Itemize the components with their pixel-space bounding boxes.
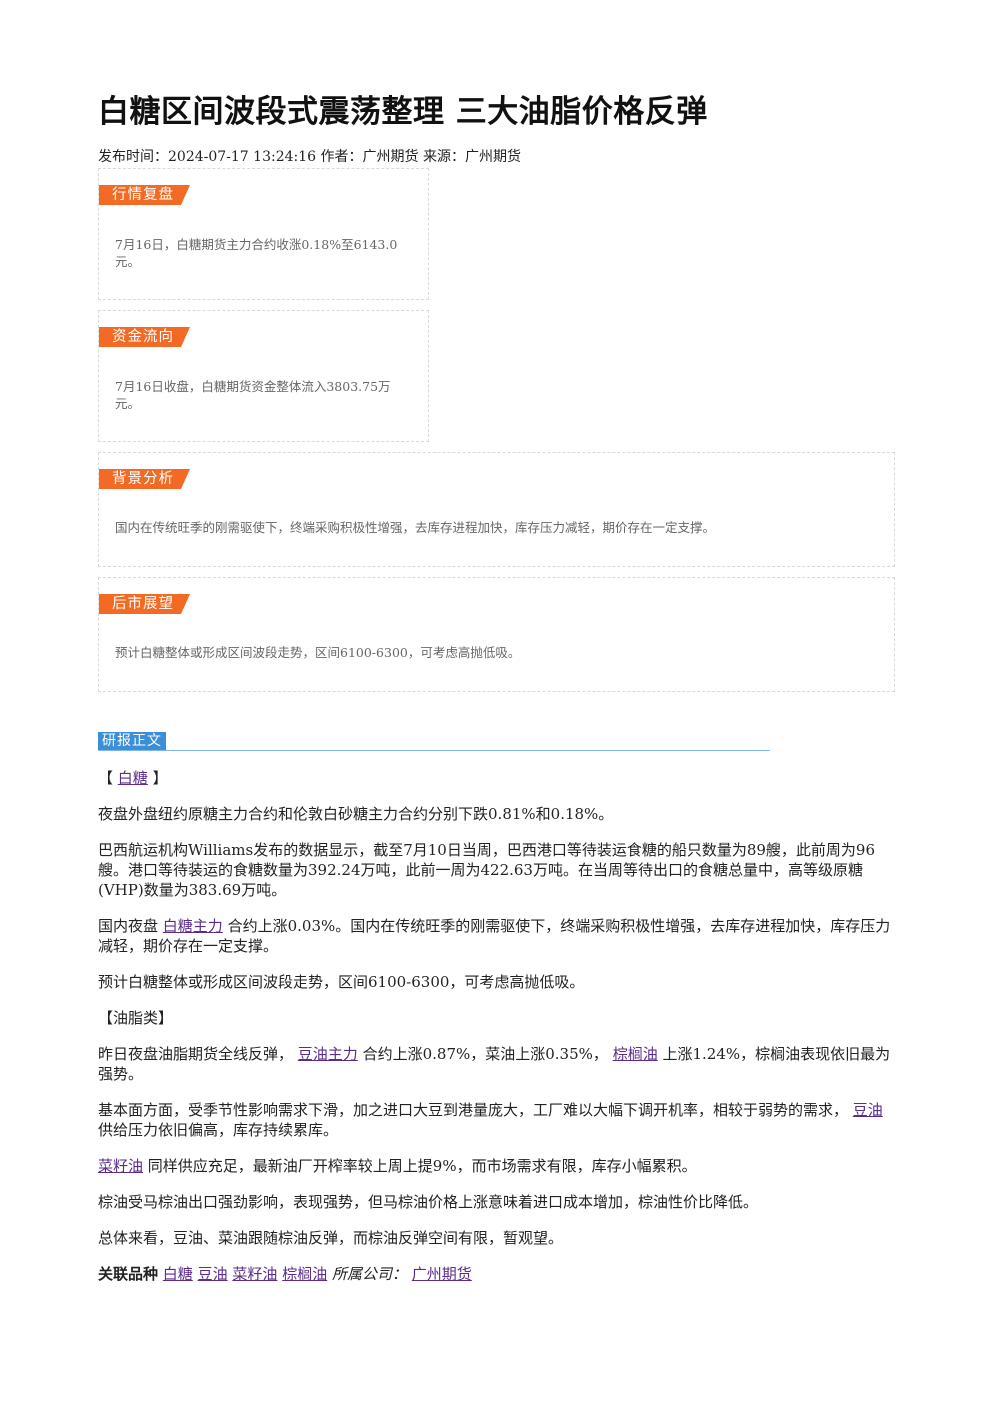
sugar-section-heading: 【 白糖 】 xyxy=(98,769,168,787)
paragraph-brazil-shipping: 巴西航运机构Williams发布的数据显示，截至7月10日当周，巴西港口等待装运… xyxy=(98,841,876,899)
related-link-soybean-oil[interactable]: 豆油 xyxy=(197,1265,228,1283)
company-label: 所属公司： xyxy=(331,1265,407,1283)
report-heading: 研报正文 xyxy=(98,732,770,752)
tag-background: 背景分析 xyxy=(99,469,190,489)
related-link-sugar[interactable]: 白糖 xyxy=(162,1265,193,1283)
paragraph-rapeseed-oil: 菜籽油 同样供应充足，最新油厂开榨率较上周上提9%，而市场需求有限，库存小幅累积… xyxy=(98,1157,697,1175)
fund-flow-text: 7月16日收盘，白糖期货资金整体流入3803.75万元。 xyxy=(115,379,391,411)
tag-fund-flow: 资金流向 xyxy=(99,327,190,347)
link-sugar-main[interactable]: 白糖主力 xyxy=(162,917,223,935)
link-rapeseed-oil[interactable]: 菜籽油 xyxy=(98,1157,144,1175)
summary-box-market-review: 行情复盘 7月16日，白糖期货主力合约收涨0.18%至6143.0元。 xyxy=(98,168,429,300)
paragraph-overseas-futures: 夜盘外盘纽约原糖主力合约和伦敦白砂糖主力合约分别下跌0.81%和0.18%。 xyxy=(98,805,614,823)
page-title: 白糖区间波段式震荡整理 三大油脂价格反弹 xyxy=(98,94,708,130)
summary-box-fund-flow: 资金流向 7月16日收盘，白糖期货资金整体流入3803.75万元。 xyxy=(98,310,429,442)
related-label: 关联品种 xyxy=(98,1265,159,1283)
paragraph-fundamentals: 基本面方面，受季节性影响需求下滑，加之进口大豆到港量庞大，工厂难以大幅下调开机率… xyxy=(98,1101,883,1139)
related-link-rapeseed-oil[interactable]: 菜籽油 xyxy=(232,1265,278,1283)
report-heading-divider xyxy=(98,750,770,751)
related-varieties: 关联品种 白糖 豆油 菜籽油 棕榈油 所属公司： 广州期货 xyxy=(98,1264,898,1284)
paragraph-palm-oil: 棕油受马棕油出口强劲影响，表现强势，但马棕油价格上涨意味着进口成本增加，棕油性价… xyxy=(98,1193,759,1211)
summary-box-outlook: 后市展望 预计白糖整体或形成区间波段走势，区间6100-6300，可考虑高抛低吸… xyxy=(98,577,895,692)
link-soybean-oil-main[interactable]: 豆油主力 xyxy=(297,1045,358,1063)
paragraph-domestic-night-session: 国内夜盘 白糖主力 合约上涨0.03%。国内在传统旺季的刚需驱使下，终端采购积极… xyxy=(98,917,891,955)
background-text: 国内在传统旺季的刚需驱使下，终端采购积极性增强，去库存进程加快，库存压力减轻，期… xyxy=(115,520,716,535)
company-link[interactable]: 广州期货 xyxy=(411,1265,472,1283)
link-palm-oil[interactable]: 棕榈油 xyxy=(612,1045,658,1063)
summary-box-background: 背景分析 国内在传统旺季的刚需驱使下，终端采购积极性增强，去库存进程加快，库存压… xyxy=(98,452,895,567)
market-review-text: 7月16日，白糖期货主力合约收涨0.18%至6143.0元。 xyxy=(115,237,398,269)
paragraph-summary: 总体来看，豆油、菜油跟随棕油反弹，而棕油反弹空间有限，暂观望。 xyxy=(98,1229,564,1247)
link-soybean-oil[interactable]: 豆油 xyxy=(852,1101,883,1119)
tag-outlook: 后市展望 xyxy=(99,594,190,614)
link-sugar[interactable]: 白糖 xyxy=(117,769,148,787)
oils-section-heading: 【油脂类】 xyxy=(98,1009,174,1027)
paragraph-oils-rebound: 昨日夜盘油脂期货全线反弹， 豆油主力 合约上涨0.87%，菜油上涨0.35%， … xyxy=(98,1045,891,1083)
report-heading-label: 研报正文 xyxy=(98,732,166,751)
outlook-text: 预计白糖整体或形成区间波段走势，区间6100-6300，可考虑高抛低吸。 xyxy=(115,645,521,660)
related-link-palm-oil[interactable]: 棕榈油 xyxy=(282,1265,328,1283)
publish-meta: 发布时间：2024-07-17 13:24:16 作者：广州期货 来源：广州期货 xyxy=(98,149,521,165)
paragraph-sugar-outlook: 预计白糖整体或形成区间波段走势，区间6100-6300，可考虑高抛低吸。 xyxy=(98,973,585,991)
tag-market-review: 行情复盘 xyxy=(99,185,190,205)
